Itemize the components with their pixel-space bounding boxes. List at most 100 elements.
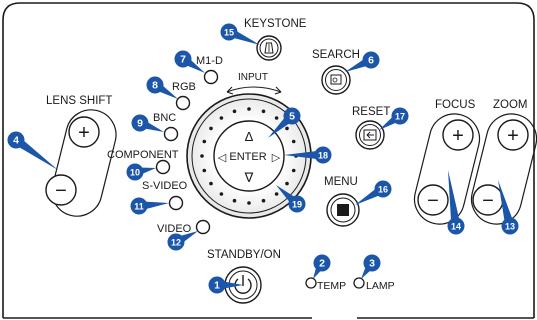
callout-number: 14 — [451, 222, 461, 232]
svideo-label: S-VIDEO — [142, 180, 188, 192]
rgb-input-button[interactable] — [175, 95, 191, 111]
callout-badge — [126, 163, 144, 181]
callout-10: 10 — [126, 163, 156, 181]
search-label: SEARCH — [312, 49, 360, 61]
callout-18: 18 — [284, 146, 332, 164]
dial-down-arrow[interactable]: ∇ — [244, 170, 254, 185]
lens-shift-minus-button[interactable]: − — [45, 174, 77, 206]
callout-number: 11 — [134, 202, 144, 212]
callout-number: 15 — [224, 28, 234, 38]
dial-dot — [232, 198, 237, 203]
dial-dot — [219, 192, 224, 196]
callout-badge — [314, 146, 332, 164]
temp-label: TEMP — [317, 280, 346, 292]
lamp-indicator-led — [353, 277, 365, 289]
lens-shift-plus-button[interactable]: + — [68, 116, 100, 148]
callout-17: 17 — [379, 107, 409, 130]
dial-left-arrow[interactable]: ◁ — [218, 152, 227, 164]
callout-number: 6 — [368, 55, 374, 67]
dial-dot — [200, 154, 204, 158]
keystone-label: KEYSTONE — [244, 18, 307, 30]
menu-label: MENU — [324, 176, 358, 188]
callout-number: 17 — [395, 112, 405, 122]
input-arc-arrowhead-left — [226, 86, 234, 95]
callout-number: 18 — [318, 151, 328, 161]
callout-pointer — [284, 150, 323, 160]
focus-minus-button[interactable]: − — [417, 184, 449, 216]
reset-button[interactable] — [355, 120, 385, 150]
callout-badge — [174, 50, 192, 68]
focus-plus-button[interactable]: + — [442, 119, 474, 151]
dial-dot — [209, 181, 213, 186]
callout-12: 12 — [167, 231, 198, 251]
callout-badge — [283, 107, 301, 125]
callout-number: 4 — [13, 135, 19, 147]
callout-badge — [374, 180, 392, 198]
callout-number: 3 — [369, 258, 375, 270]
callout-14: 14 — [447, 170, 465, 235]
dial-dot — [247, 201, 251, 205]
callout-pointer — [498, 180, 515, 228]
input-label: INPUT — [238, 72, 268, 83]
lamp-label: LAMP — [366, 280, 395, 292]
video-input-button[interactable] — [195, 219, 211, 235]
callout-number: 5 — [289, 111, 295, 123]
zoom-plus-button[interactable]: + — [497, 119, 529, 151]
search-button[interactable] — [321, 65, 351, 95]
component-label: COMPONENT — [107, 149, 179, 161]
callout-15: 15 — [220, 23, 260, 45]
dial-dot — [232, 109, 237, 114]
dial-dot — [202, 139, 207, 144]
video-label: VIDEO — [157, 223, 192, 235]
callout-badge — [167, 233, 185, 251]
svg-text:−: − — [55, 180, 67, 202]
reset-label: RESET — [352, 106, 390, 118]
callout-number: 10 — [130, 168, 140, 178]
callout-5: 5 — [268, 107, 301, 138]
menu-button[interactable] — [326, 193, 360, 227]
m1d-input-button[interactable] — [203, 69, 219, 85]
component-input-button[interactable] — [155, 159, 171, 175]
callout-number: 1 — [214, 280, 220, 292]
callout-badge — [501, 217, 519, 235]
dial-right-arrow[interactable]: ▷ — [272, 152, 281, 164]
callout-1: 1 — [208, 276, 243, 294]
bnc-input-button[interactable] — [163, 126, 179, 142]
lens-shift-label: LENS SHIFT — [46, 95, 112, 107]
keystone-button[interactable] — [256, 35, 282, 61]
callout-2: 2 — [313, 254, 331, 279]
dial-dot — [202, 168, 207, 173]
zoom-rocker-outline — [470, 113, 537, 225]
zoom-minus-button[interactable]: − — [472, 184, 504, 216]
callout-pointer — [13, 136, 59, 170]
dial-dot — [285, 126, 289, 131]
input-arc-arrow — [226, 86, 282, 93]
dial-dot — [247, 107, 251, 111]
callout-13: 13 — [498, 180, 519, 235]
rgb-label: RGB — [172, 81, 196, 93]
dial-dot — [274, 116, 279, 120]
callout-badge — [313, 254, 331, 272]
dial-dot — [261, 198, 266, 203]
svg-text:+: + — [452, 125, 464, 147]
dial-dot — [285, 181, 289, 186]
input-arc-arrowhead-right — [274, 86, 282, 95]
callout-badge — [288, 195, 306, 213]
enter-button[interactable] — [213, 120, 285, 192]
zoom-label: ZOOM — [493, 99, 528, 111]
dial-dot — [261, 109, 266, 114]
lens-shift-rocker-outline — [51, 109, 117, 217]
callout-pointer — [448, 170, 461, 227]
svideo-input-button[interactable] — [168, 195, 184, 211]
callout-number: 16 — [378, 185, 388, 195]
callout-badge — [131, 114, 149, 132]
svg-text:−: − — [427, 190, 439, 212]
bnc-label: BNC — [153, 112, 176, 124]
callout-badge — [220, 23, 238, 41]
dial-up-arrow[interactable]: Δ — [245, 129, 254, 144]
callout-badge — [208, 276, 226, 294]
dial-dots — [200, 107, 298, 205]
